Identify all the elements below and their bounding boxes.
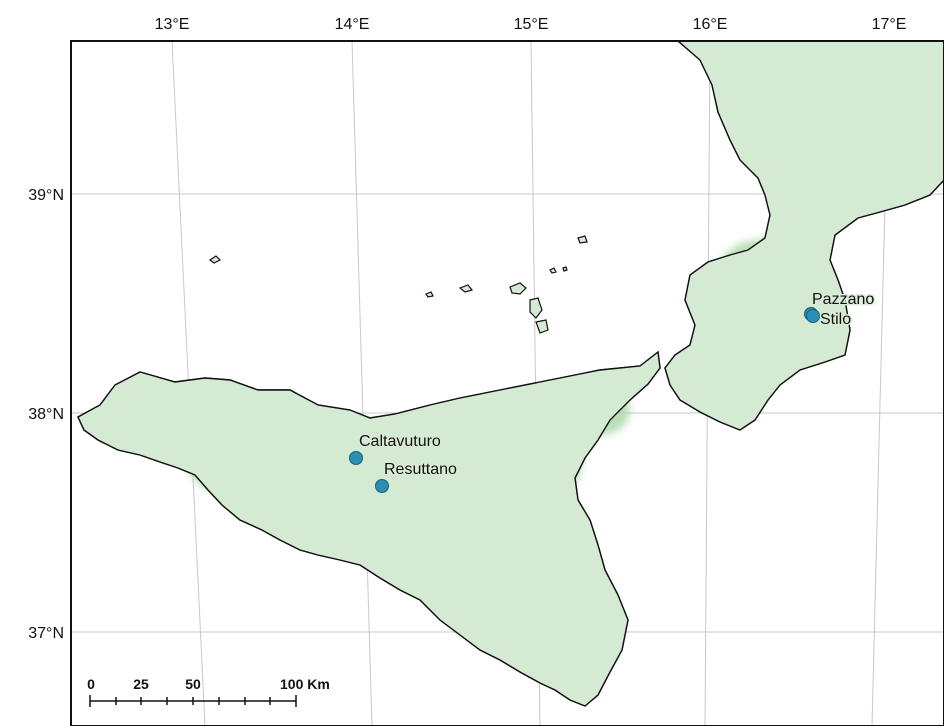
site-label-stilo: Stilo [820,311,851,328]
map-frame [70,40,944,726]
island-lipari [529,297,543,319]
latitude-labels: 39°N 38°N 37°N [28,187,64,642]
site-label-caltavuturo: Caltavuturo [359,433,441,450]
longitude-label: 17°E [872,16,907,33]
scale-bar: 0 25 50 100 Km [87,676,330,707]
island-salina [509,282,527,295]
latitude-label: 37°N [28,625,64,642]
longitude-label: 16°E [693,16,728,33]
scale-label: 25 [133,676,149,692]
site-marker-resuttano[interactable] [375,479,389,493]
scale-label: 100 Km [280,676,330,692]
island-ustica [208,255,222,264]
site-marker-stilo[interactable] [806,309,820,323]
island-basiluzzo [562,266,568,272]
longitude-labels: 13°E 14°E 15°E 16°E 17°E [155,16,907,33]
longitude-label: 13°E [155,16,190,33]
longitude-label: 14°E [335,16,370,33]
small-islands [208,235,588,334]
longitude-label: 15°E [514,16,549,33]
meridian-14e [351,41,373,726]
island-vulcano [535,319,549,334]
island-stromboli [577,235,588,244]
site-marker-caltavuturo[interactable] [349,451,363,465]
island-alicudi [425,291,434,298]
site-label-pazzano: Pazzano [812,291,874,308]
site-markers: Caltavuturo Resuttano Pazzano Stilo [349,290,876,493]
latitude-label: 39°N [28,187,64,204]
latitude-label: 38°N [28,406,64,423]
island-filicudi [458,284,474,293]
island-panarea [549,267,557,274]
scale-label: 0 [87,676,95,692]
scale-label: 50 [185,676,201,692]
site-label-resuttano: Resuttano [384,461,457,478]
